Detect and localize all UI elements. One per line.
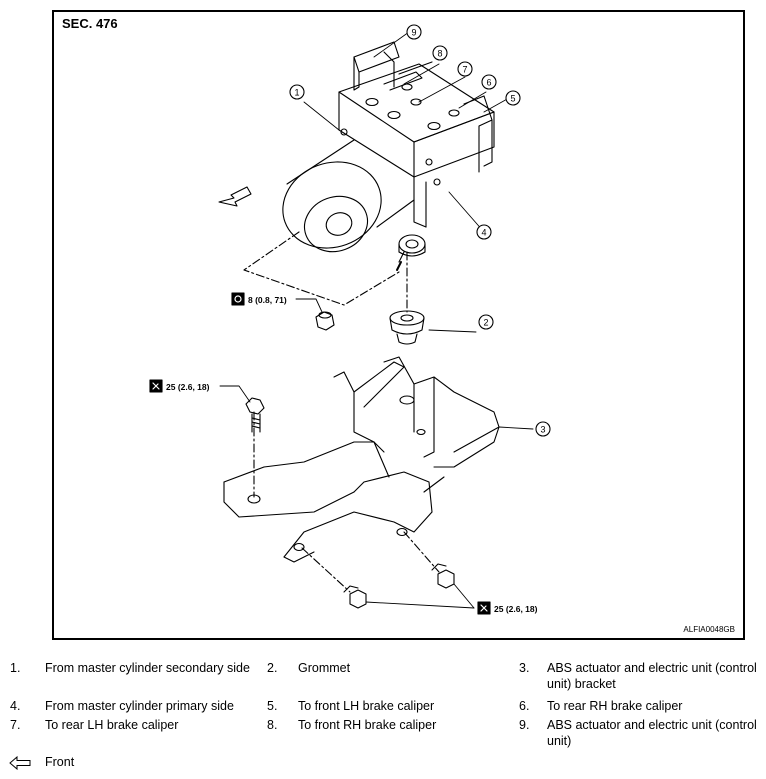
grommet <box>389 310 425 345</box>
legend-text-4: From master cylinder primary side <box>45 699 234 713</box>
legend-text-3b: unit) bracket <box>547 677 616 691</box>
legend-num-5: 5. <box>267 699 278 713</box>
legend-text-9b: unit) <box>547 734 572 748</box>
callout-4: 4 <box>481 228 486 238</box>
legend-num-3: 3. <box>519 661 530 675</box>
section-label: SEC. 476 <box>62 16 118 31</box>
torque-value-lower-bolts: 25 (2.6, 18) <box>494 604 538 614</box>
callout-numbers: 1 2 3 4 5 6 7 8 9 <box>294 28 545 435</box>
actuator-nut <box>315 311 335 331</box>
actuator-bracket <box>223 356 500 563</box>
figure-id: ALFIA0048GB <box>683 625 735 634</box>
legend-text-5: To front LH brake caliper <box>298 699 435 713</box>
callout-leaders <box>219 31 534 609</box>
legend-num-2: 2. <box>267 661 278 675</box>
legend-text-9: ABS actuator and electric unit (control <box>547 718 757 732</box>
callout-6: 6 <box>486 78 491 88</box>
callout-9: 9 <box>411 28 416 38</box>
callout-2: 2 <box>483 318 488 328</box>
torque-spec-upper-bolt: 25 (2.6, 18) <box>149 379 210 393</box>
abs-actuator-diagram: 1 2 3 4 5 6 7 8 9 8 (0.8, 71) 25 (2.6, 1… <box>149 24 551 615</box>
arrow-left-outline-icon <box>9 756 31 770</box>
legend-text-2: Grommet <box>298 661 351 675</box>
torque-value-upper-bolt: 25 (2.6, 18) <box>166 382 210 392</box>
legend-num-8: 8. <box>267 718 278 732</box>
callout-7: 7 <box>462 65 467 75</box>
legend-text-3: ABS actuator and electric unit (control <box>547 661 757 675</box>
legend-text-6: To rear RH brake caliper <box>547 699 683 713</box>
callout-circles <box>289 24 551 437</box>
legend-num-1: 1. <box>10 661 21 675</box>
exploded-diagram-frame: SEC. 476 <box>52 10 745 640</box>
legend-text-7: To rear LH brake caliper <box>45 718 179 732</box>
legend-num-9: 9. <box>519 718 530 732</box>
legend-num-7: 7. <box>10 718 21 732</box>
alignment-phantom-lines <box>243 231 440 593</box>
torque-spec-lower-bolts: 25 (2.6, 18) <box>477 601 538 615</box>
bracket-bolt-upper <box>245 397 265 433</box>
legend-num-6: 6. <box>519 699 530 713</box>
legend-num-4: 4. <box>10 699 21 713</box>
callout-5: 5 <box>510 94 515 104</box>
callout-1: 1 <box>294 88 299 98</box>
torque-value-nut: 8 (0.8, 71) <box>248 295 287 305</box>
callout-3: 3 <box>540 425 545 435</box>
front-direction-arrow <box>218 186 252 207</box>
abs-actuator-unit <box>282 41 495 271</box>
torque-spec-nut: 8 (0.8, 71) <box>231 292 287 306</box>
legend-text-1: From master cylinder secondary side <box>45 661 250 675</box>
legend-text-8: To front RH brake caliper <box>298 718 437 732</box>
legend-front-label: Front <box>45 755 75 769</box>
torque-icon <box>231 292 245 306</box>
callout-8: 8 <box>437 49 442 59</box>
